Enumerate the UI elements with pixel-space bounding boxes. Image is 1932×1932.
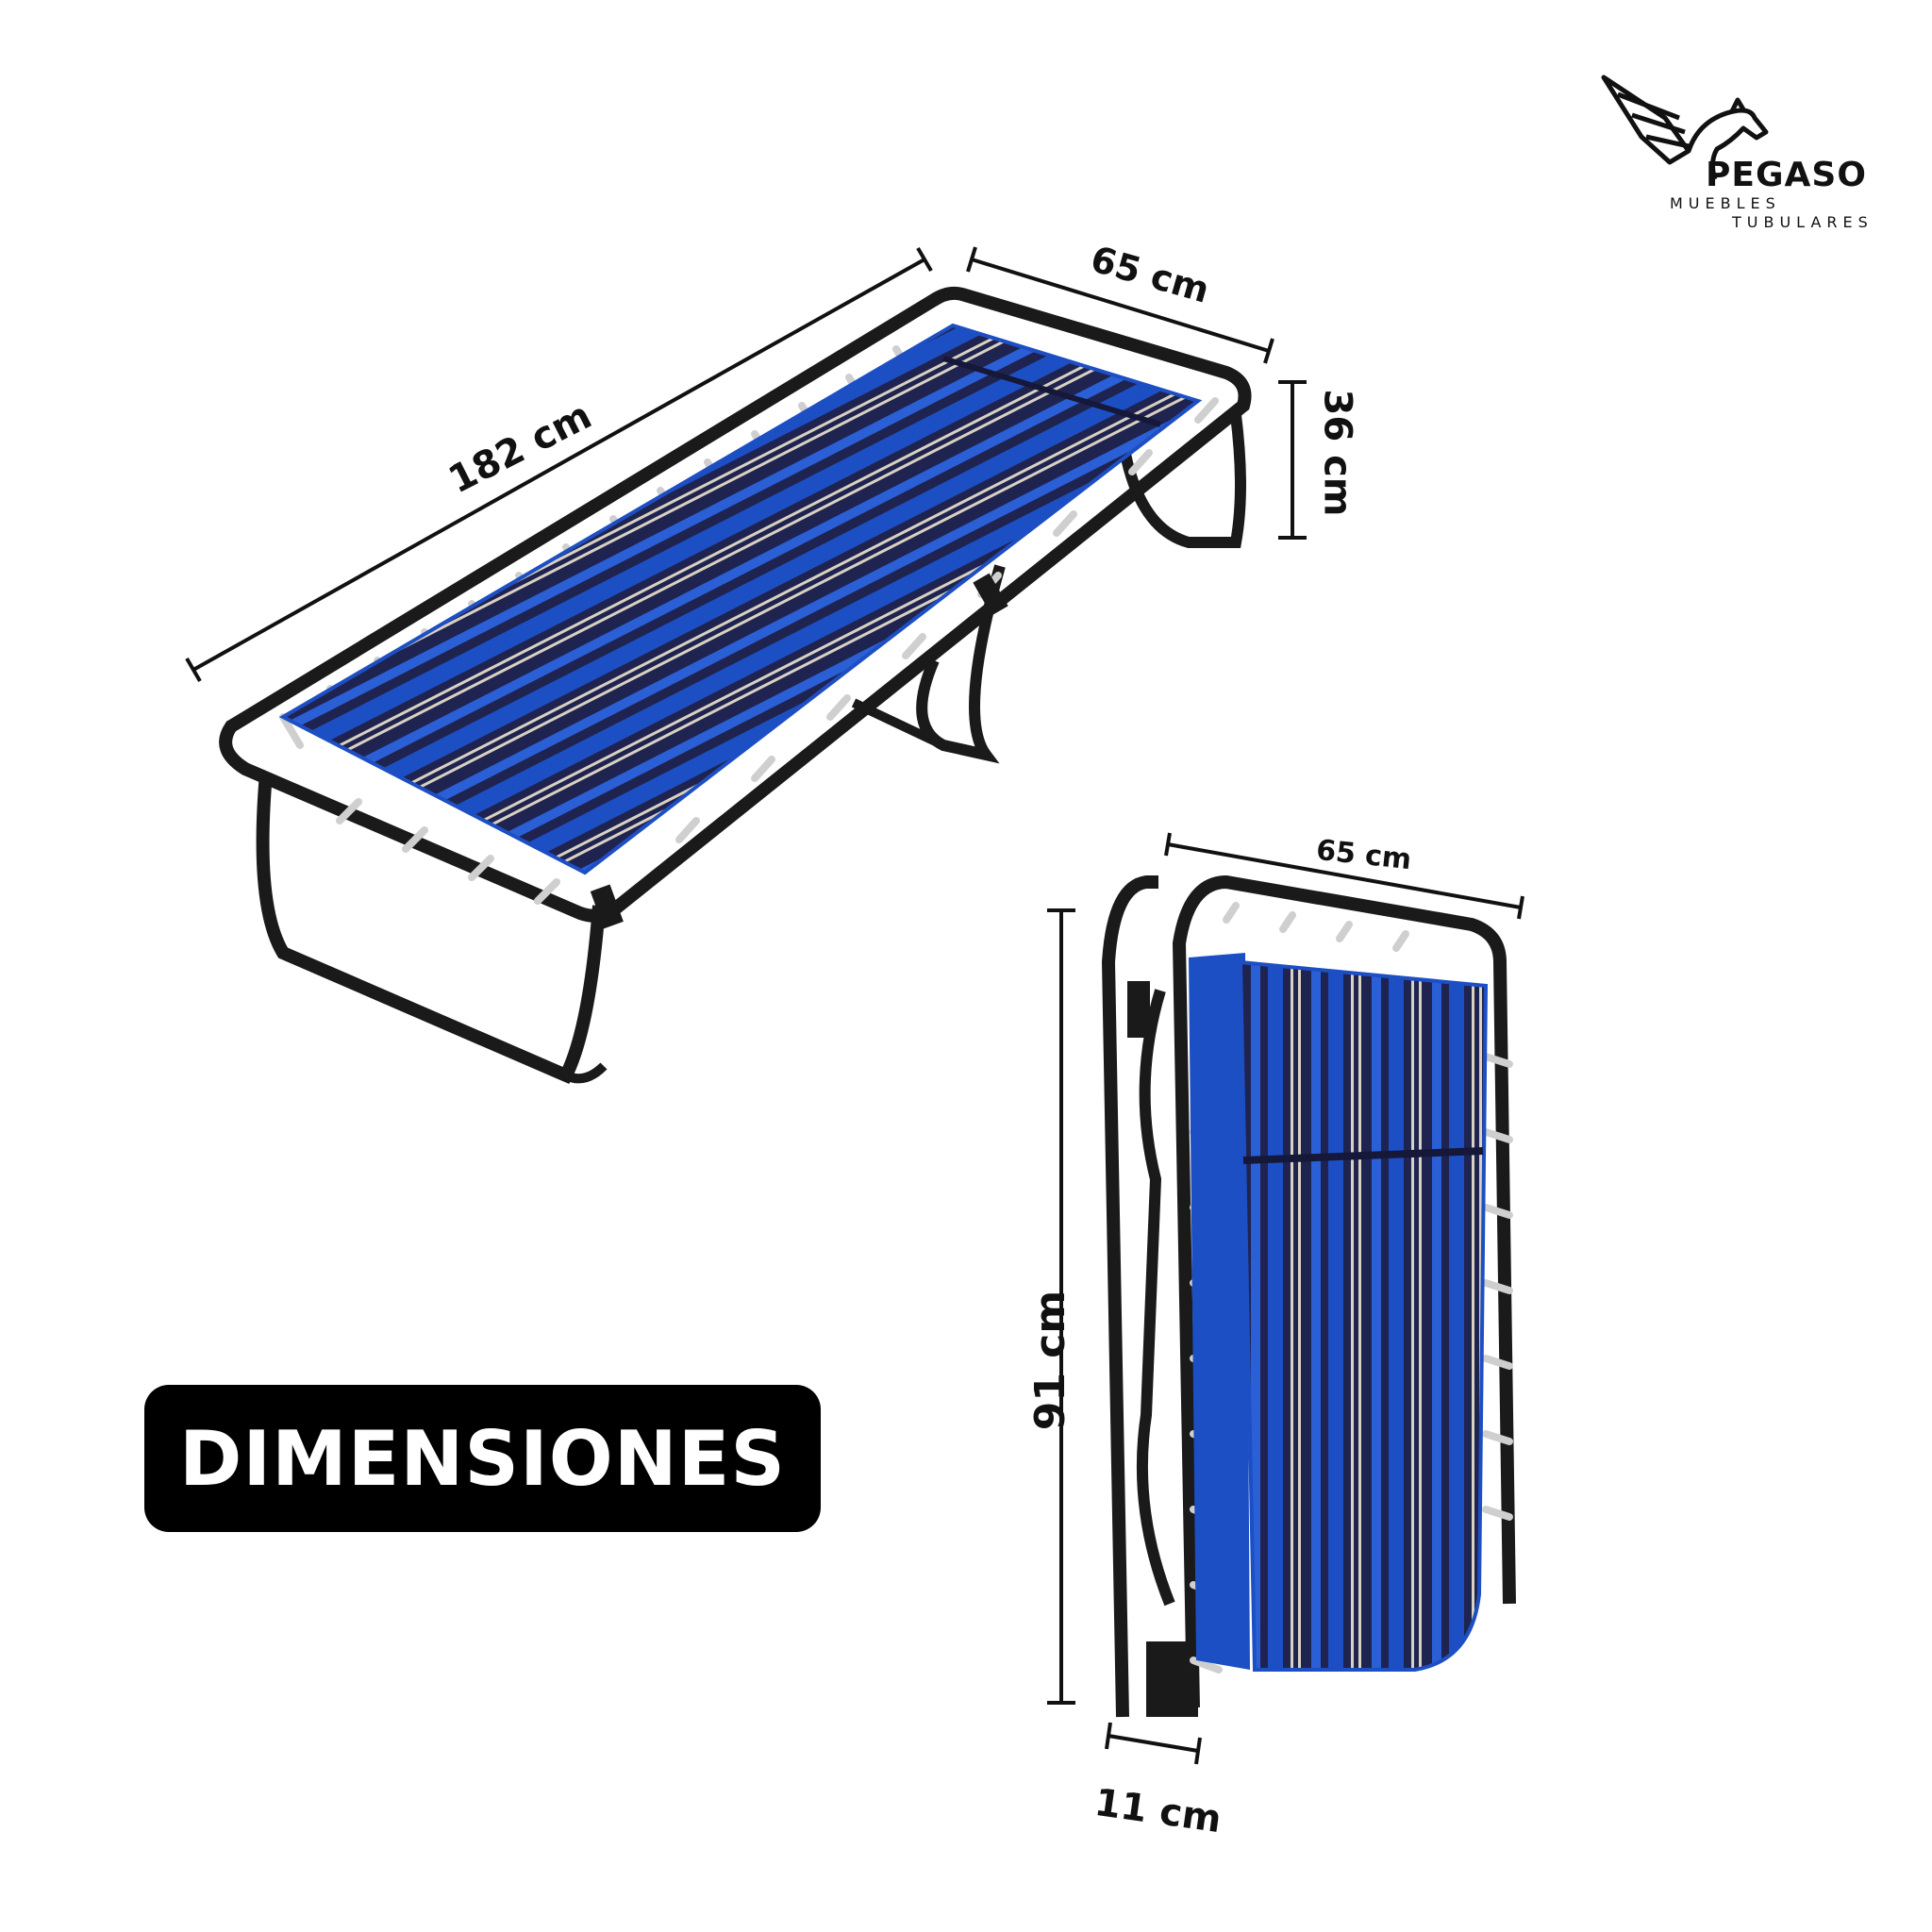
brand-tagline-line1: MUEBLES [1670, 194, 1781, 212]
height-label: 36 cm [1315, 389, 1359, 517]
dimensions-badge-label: DIMENSIONES [179, 1414, 786, 1503]
dimension-lines [185, 246, 1524, 1765]
folded-cot [1101, 874, 1516, 1718]
pegasus-logo-icon [1601, 75, 1769, 180]
dimensions-badge: DIMENSIONES [144, 1385, 821, 1532]
brand-name: PEGASO [1706, 156, 1867, 194]
brand-tagline-line2: TUBULARES [1732, 213, 1874, 231]
unfolded-cot [219, 286, 1252, 1085]
folded-height-label: 91 cm [1026, 1290, 1075, 1431]
